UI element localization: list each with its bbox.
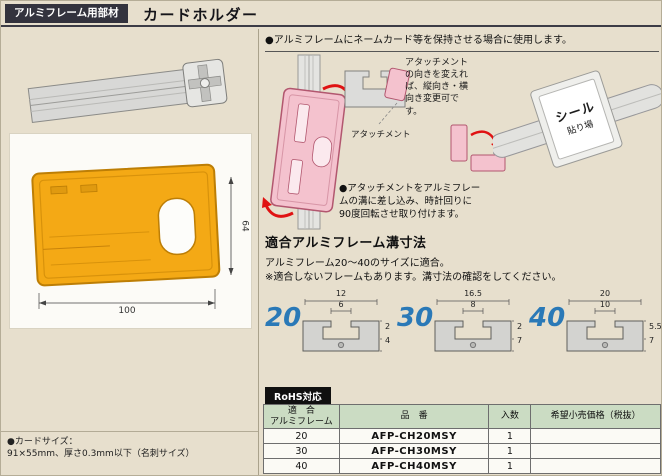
dimension-depth1-label: 2 xyxy=(517,322,523,331)
cell-quantity: 1 xyxy=(488,458,532,474)
table-row: 20 AFP-CH20MSY 1 xyxy=(263,428,661,444)
attachment-detail-drawing xyxy=(344,67,411,125)
installation-note: ●アタッチメントをアルミフレームの溝に差し込み、時計回りに90度回転させ取り付け… xyxy=(339,183,481,220)
groove-section-title: 適合アルミフレーム溝寸法 xyxy=(265,236,427,251)
cell-part-number: AFP-CH20MSY xyxy=(338,428,490,444)
extrusion-drawing xyxy=(27,58,228,123)
cell-frame-size: 20 xyxy=(263,428,340,444)
col-header-frame-size-line1: 適 合 xyxy=(287,406,315,417)
groove-note-2: ※適合しないフレームもあります。溝寸法の確認をしてください。 xyxy=(265,272,562,283)
rail-with-card-illustration xyxy=(490,47,661,189)
page-title: カードホルダー xyxy=(143,6,259,24)
dimension-top-label: 12 xyxy=(335,289,347,298)
frame-size-number: 40 xyxy=(529,303,566,333)
cell-price xyxy=(530,443,661,459)
col-header-frame-size: 適 合 アルミフレーム xyxy=(263,404,340,429)
dimension-depth1-label: 2 xyxy=(385,322,391,331)
frame-cross-section xyxy=(566,299,646,352)
frame-profile-30: 30 16.5 8 2 7 xyxy=(397,289,523,371)
card-size-note-line1: ●カードサイズ： xyxy=(7,437,78,447)
cell-price xyxy=(530,428,661,444)
intro-text: ●アルミフレームにネームカード等を保持させる場合に使用します。 xyxy=(265,31,659,52)
height-dimension-label: 64 xyxy=(239,220,250,232)
note-divider xyxy=(1,431,258,432)
cell-part-number: AFP-CH30MSY xyxy=(338,443,490,459)
column-divider xyxy=(258,29,259,475)
cell-quantity: 1 xyxy=(488,443,532,459)
frame-cross-section xyxy=(302,299,382,352)
attachment-detail-illustration xyxy=(339,57,421,125)
rail-card-drawing xyxy=(490,70,661,168)
dimension-depth1-label: 5.5 xyxy=(649,322,662,331)
frame-size-number: 20 xyxy=(265,303,302,333)
dimension-top-label: 16.5 xyxy=(464,289,482,298)
header-bar: アルミフレーム用部材 カードホルダー xyxy=(1,1,661,27)
dimension-depth2-label: 7 xyxy=(649,336,655,345)
dimension-depth2-label: 4 xyxy=(385,336,391,345)
col-header-quantity: 入数 xyxy=(488,404,532,429)
table-header-row: 適 合 アルミフレーム 品 番 入数 希望小売価格（税抜） xyxy=(263,404,661,429)
attachment-label: アタッチメント xyxy=(351,130,411,140)
groove-note-1: アルミフレーム20〜40のサイズに適合。 xyxy=(265,258,450,269)
cell-price xyxy=(530,458,661,474)
frame-profile-20: 20 12 6 2 4 xyxy=(265,289,391,371)
frame-size-number: 30 xyxy=(397,303,434,333)
table-row: 40 AFP-CH40MSY 1 xyxy=(263,458,661,474)
rohs-badge: RoHS対応 xyxy=(265,387,331,406)
card-holder-photo: 100 64 xyxy=(9,133,252,329)
col-header-part-number: 品 番 xyxy=(338,404,490,429)
aluminum-frame-illustration xyxy=(17,47,235,131)
width-dimension-label: 100 xyxy=(118,306,136,316)
dimension-slot-label: 10 xyxy=(599,300,611,309)
frame-profile-40: 40 20 10 5.5 7 xyxy=(529,289,661,371)
table-row: 30 AFP-CH30MSY 1 xyxy=(263,443,661,459)
col-header-frame-size-line2: アルミフレーム xyxy=(270,416,333,427)
dimension-slot-label: 6 xyxy=(338,300,344,309)
col-header-price: 希望小売価格（税抜） xyxy=(530,404,661,429)
card-size-note-line2: 91×55mm、厚さ0.3mm以下（名刺サイズ） xyxy=(7,449,195,460)
rotate-arrow-head-icon xyxy=(262,197,272,208)
card-size-note: ●カードサイズ： 91×55mm、厚さ0.3mm以下（名刺サイズ） xyxy=(7,436,255,460)
cell-frame-size: 40 xyxy=(263,458,340,474)
product-table: 適 合 アルミフレーム 品 番 入数 希望小売価格（税抜） 20 AFP-CH2… xyxy=(263,404,661,474)
dimension-top-label: 20 xyxy=(599,289,611,298)
card-holder-drawing xyxy=(31,163,234,309)
dimension-slot-label: 8 xyxy=(470,300,476,309)
category-label: アルミフレーム用部材 xyxy=(5,4,128,23)
cell-frame-size: 30 xyxy=(263,443,340,459)
cell-part-number: AFP-CH40MSY xyxy=(338,458,490,474)
frame-cross-section xyxy=(434,299,514,352)
cell-quantity: 1 xyxy=(488,428,532,444)
attachment-orientation-note: アタッチメントの向きを変えれば、縦向き・横向き変更可です。 xyxy=(405,58,469,117)
dimension-depth2-label: 7 xyxy=(517,336,523,345)
